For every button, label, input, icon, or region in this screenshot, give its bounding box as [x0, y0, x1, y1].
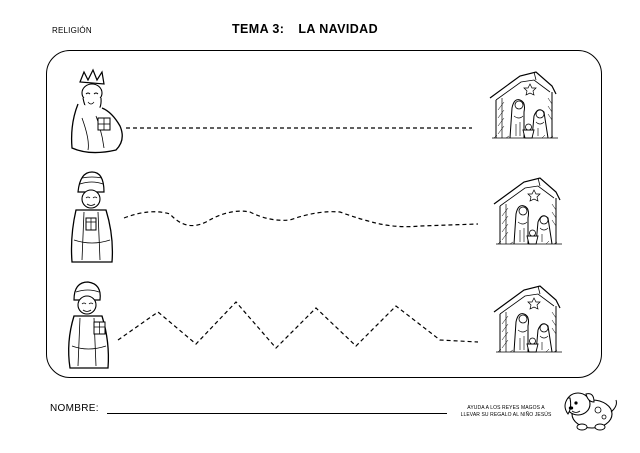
nativity-icon — [493, 285, 563, 353]
instructions-text: AYUDA A LOS REYES MAGOS A LLEVAR SU REGA… — [452, 405, 560, 419]
cartoon-dog-icon — [564, 392, 617, 431]
king-icon — [70, 68, 123, 154]
page-title: TEMA 3: LA NAVIDAD — [232, 22, 378, 36]
nativity-icon — [489, 71, 559, 139]
topic-number: TEMA 3: — [232, 22, 285, 36]
instructions-line-2: LLEVAR SU REGALO AL NIÑO JESÚS — [460, 412, 552, 418]
name-label: NOMBRE: — [50, 403, 99, 414]
nativity-icon — [493, 177, 563, 245]
topic-title: LA NAVIDAD — [298, 22, 379, 36]
trace-path-wavy[interactable] — [123, 210, 479, 228]
worksheet-frame — [46, 50, 602, 378]
subject-label: RELIGIÓN — [52, 26, 92, 35]
king-icon — [70, 171, 114, 263]
king-icon — [68, 281, 110, 369]
instructions-line-1: AYUDA A LOS REYES MAGOS A — [467, 405, 545, 411]
trace-path-zigzag[interactable] — [117, 301, 479, 349]
name-field-line[interactable] — [107, 413, 447, 414]
